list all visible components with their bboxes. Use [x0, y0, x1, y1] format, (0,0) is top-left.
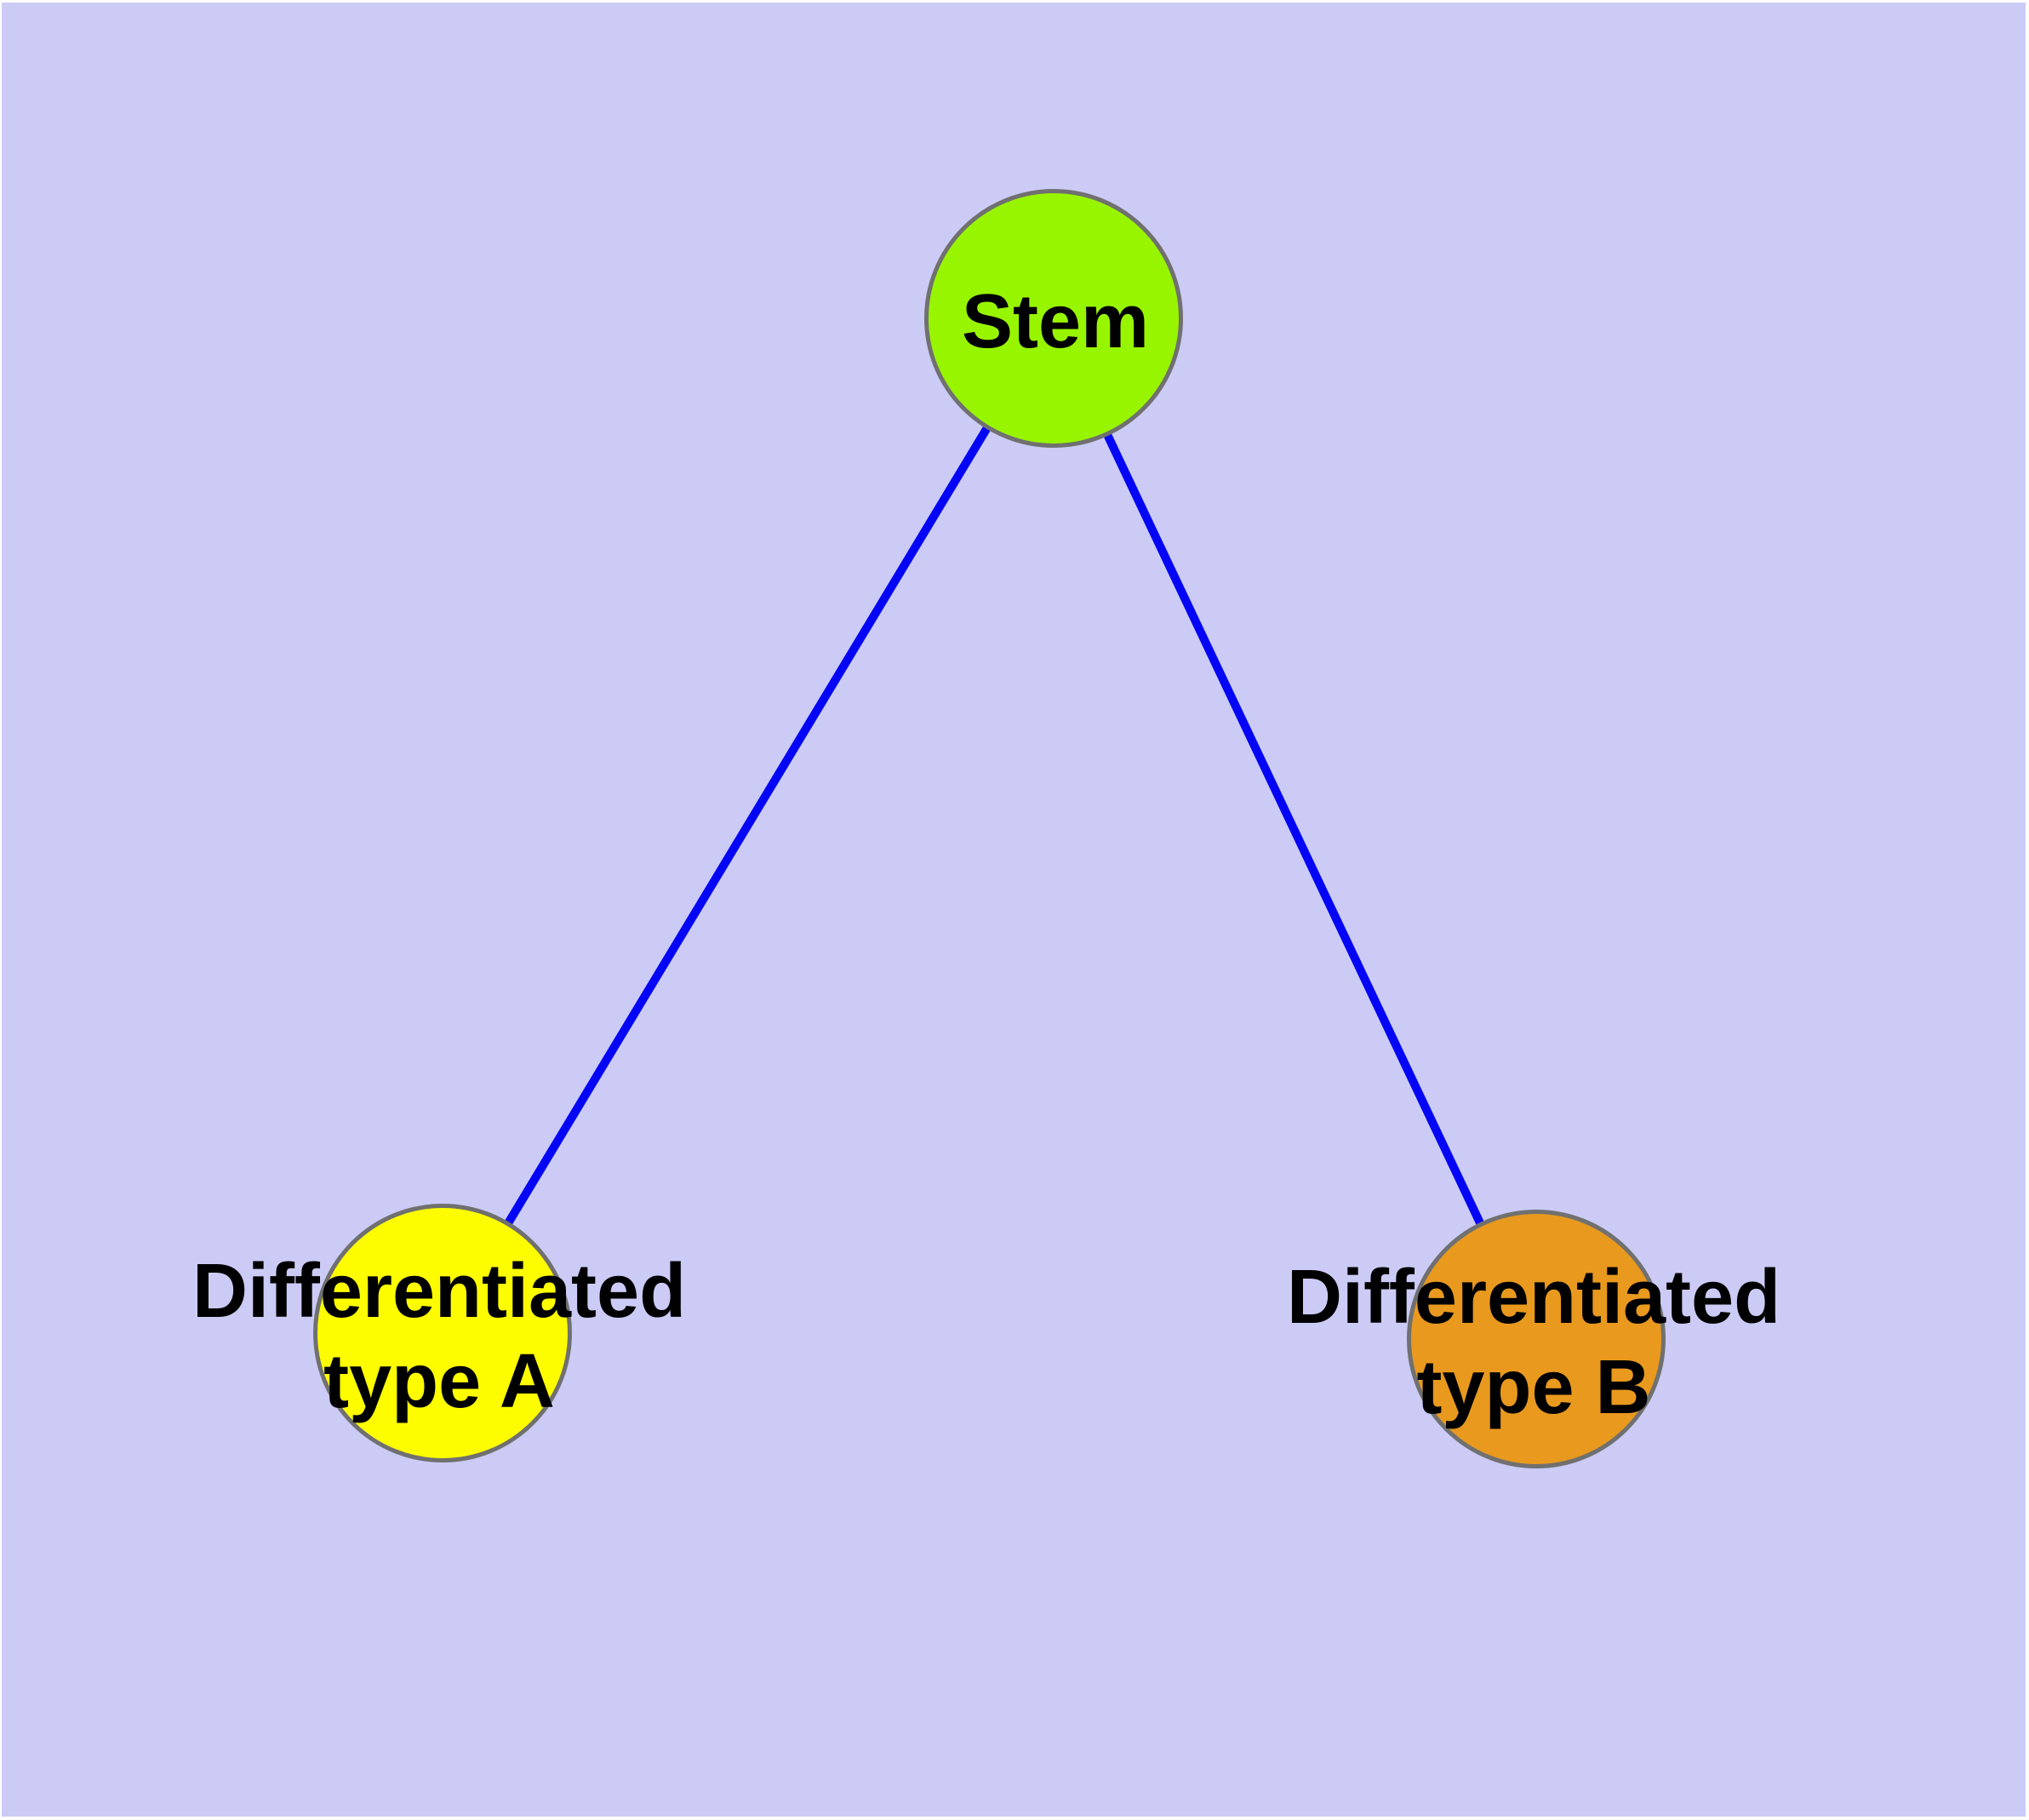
- graph-canvas: Stem Differentiated type A Differentiate…: [2, 3, 2026, 1817]
- node-type-a-label-line1: Differentiated: [191, 1249, 687, 1334]
- edges-layer: [439, 317, 1538, 1338]
- node-differentiated-type-a: [313, 1204, 572, 1462]
- node-type-a-label-line2: type A: [323, 1339, 555, 1424]
- node-stem: [924, 189, 1183, 448]
- edge-stem-to-type-a: [439, 317, 1057, 1333]
- node-stem-label: Stem: [961, 279, 1150, 364]
- node-type-b-label: Differentiated type B: [1287, 1252, 1780, 1433]
- node-type-b-label-line1: Differentiated: [1286, 1255, 1781, 1340]
- node-type-a-label: Differentiated type A: [192, 1246, 686, 1427]
- node-type-b-label-line2: type B: [1416, 1345, 1651, 1430]
- node-differentiated-type-b: [1407, 1210, 1666, 1468]
- edge-stem-to-type-b: [1049, 317, 1538, 1338]
